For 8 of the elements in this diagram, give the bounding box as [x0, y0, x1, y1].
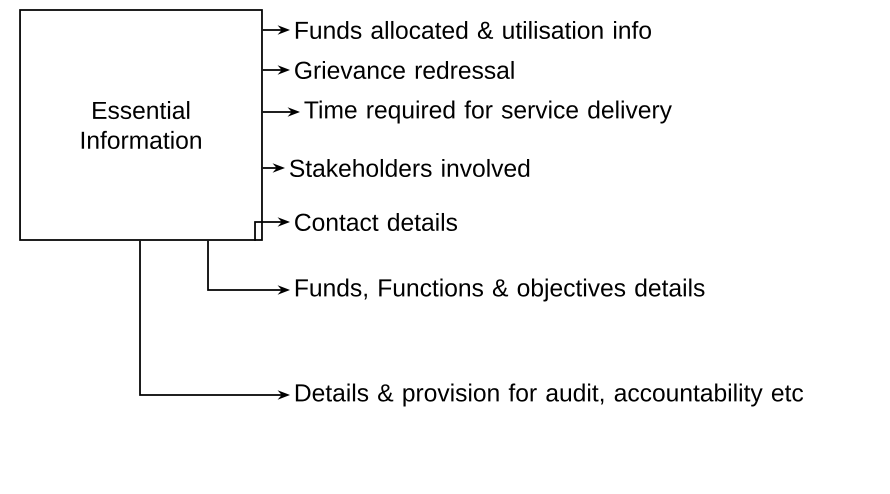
item-text: Grievance redressal [295, 60, 514, 80]
item-text: Details & provision for audit, accountability etc [296, 384, 804, 406]
information-box: Essential Information [19, 9, 263, 241]
item-text: Stakeholders involved [290, 158, 530, 178]
item-text: Funds, Functions & objectives details [296, 278, 704, 302]
item-text: Contact details [295, 212, 458, 232]
item-text: Funds allocated & utilisation info [296, 20, 651, 40]
item-text: Time required for service delivery [304, 100, 672, 124]
